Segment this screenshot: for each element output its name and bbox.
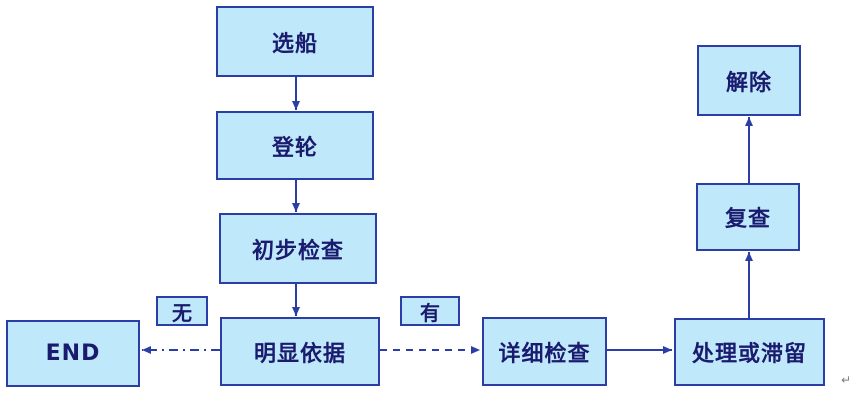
node-end-label: END [45,341,101,366]
node-detailed-check-label: 详细检查 [498,341,591,367]
node-initial-check: 初步检查 [219,213,377,284]
node-handle-or-detain: 处理或滞留 [674,318,825,386]
paragraph-mark: ↵ [840,373,851,387]
edge-label-none-text: 无 [172,300,192,325]
node-board: 登轮 [216,111,374,180]
node-release-label: 解除 [725,70,772,96]
node-detailed-check: 详细检查 [482,317,607,386]
node-select-ship-label: 选船 [271,31,318,57]
edge-label-none: 无 [156,296,208,326]
edge-label-yes: 有 [400,296,460,326]
node-recheck-label: 复查 [724,207,771,232]
node-end: END [6,320,140,387]
edge-label-yes-text: 有 [420,300,440,325]
node-release: 解除 [697,45,801,116]
node-recheck: 复查 [696,183,800,251]
node-initial-check-label: 初步检查 [251,238,344,264]
node-select-ship: 选船 [216,6,374,77]
node-handle-or-detain-label: 处理或滞留 [691,342,807,367]
node-evidence-label: 明显依据 [253,341,346,367]
node-evidence: 明显依据 [220,317,380,386]
node-board-label: 登轮 [271,135,318,161]
